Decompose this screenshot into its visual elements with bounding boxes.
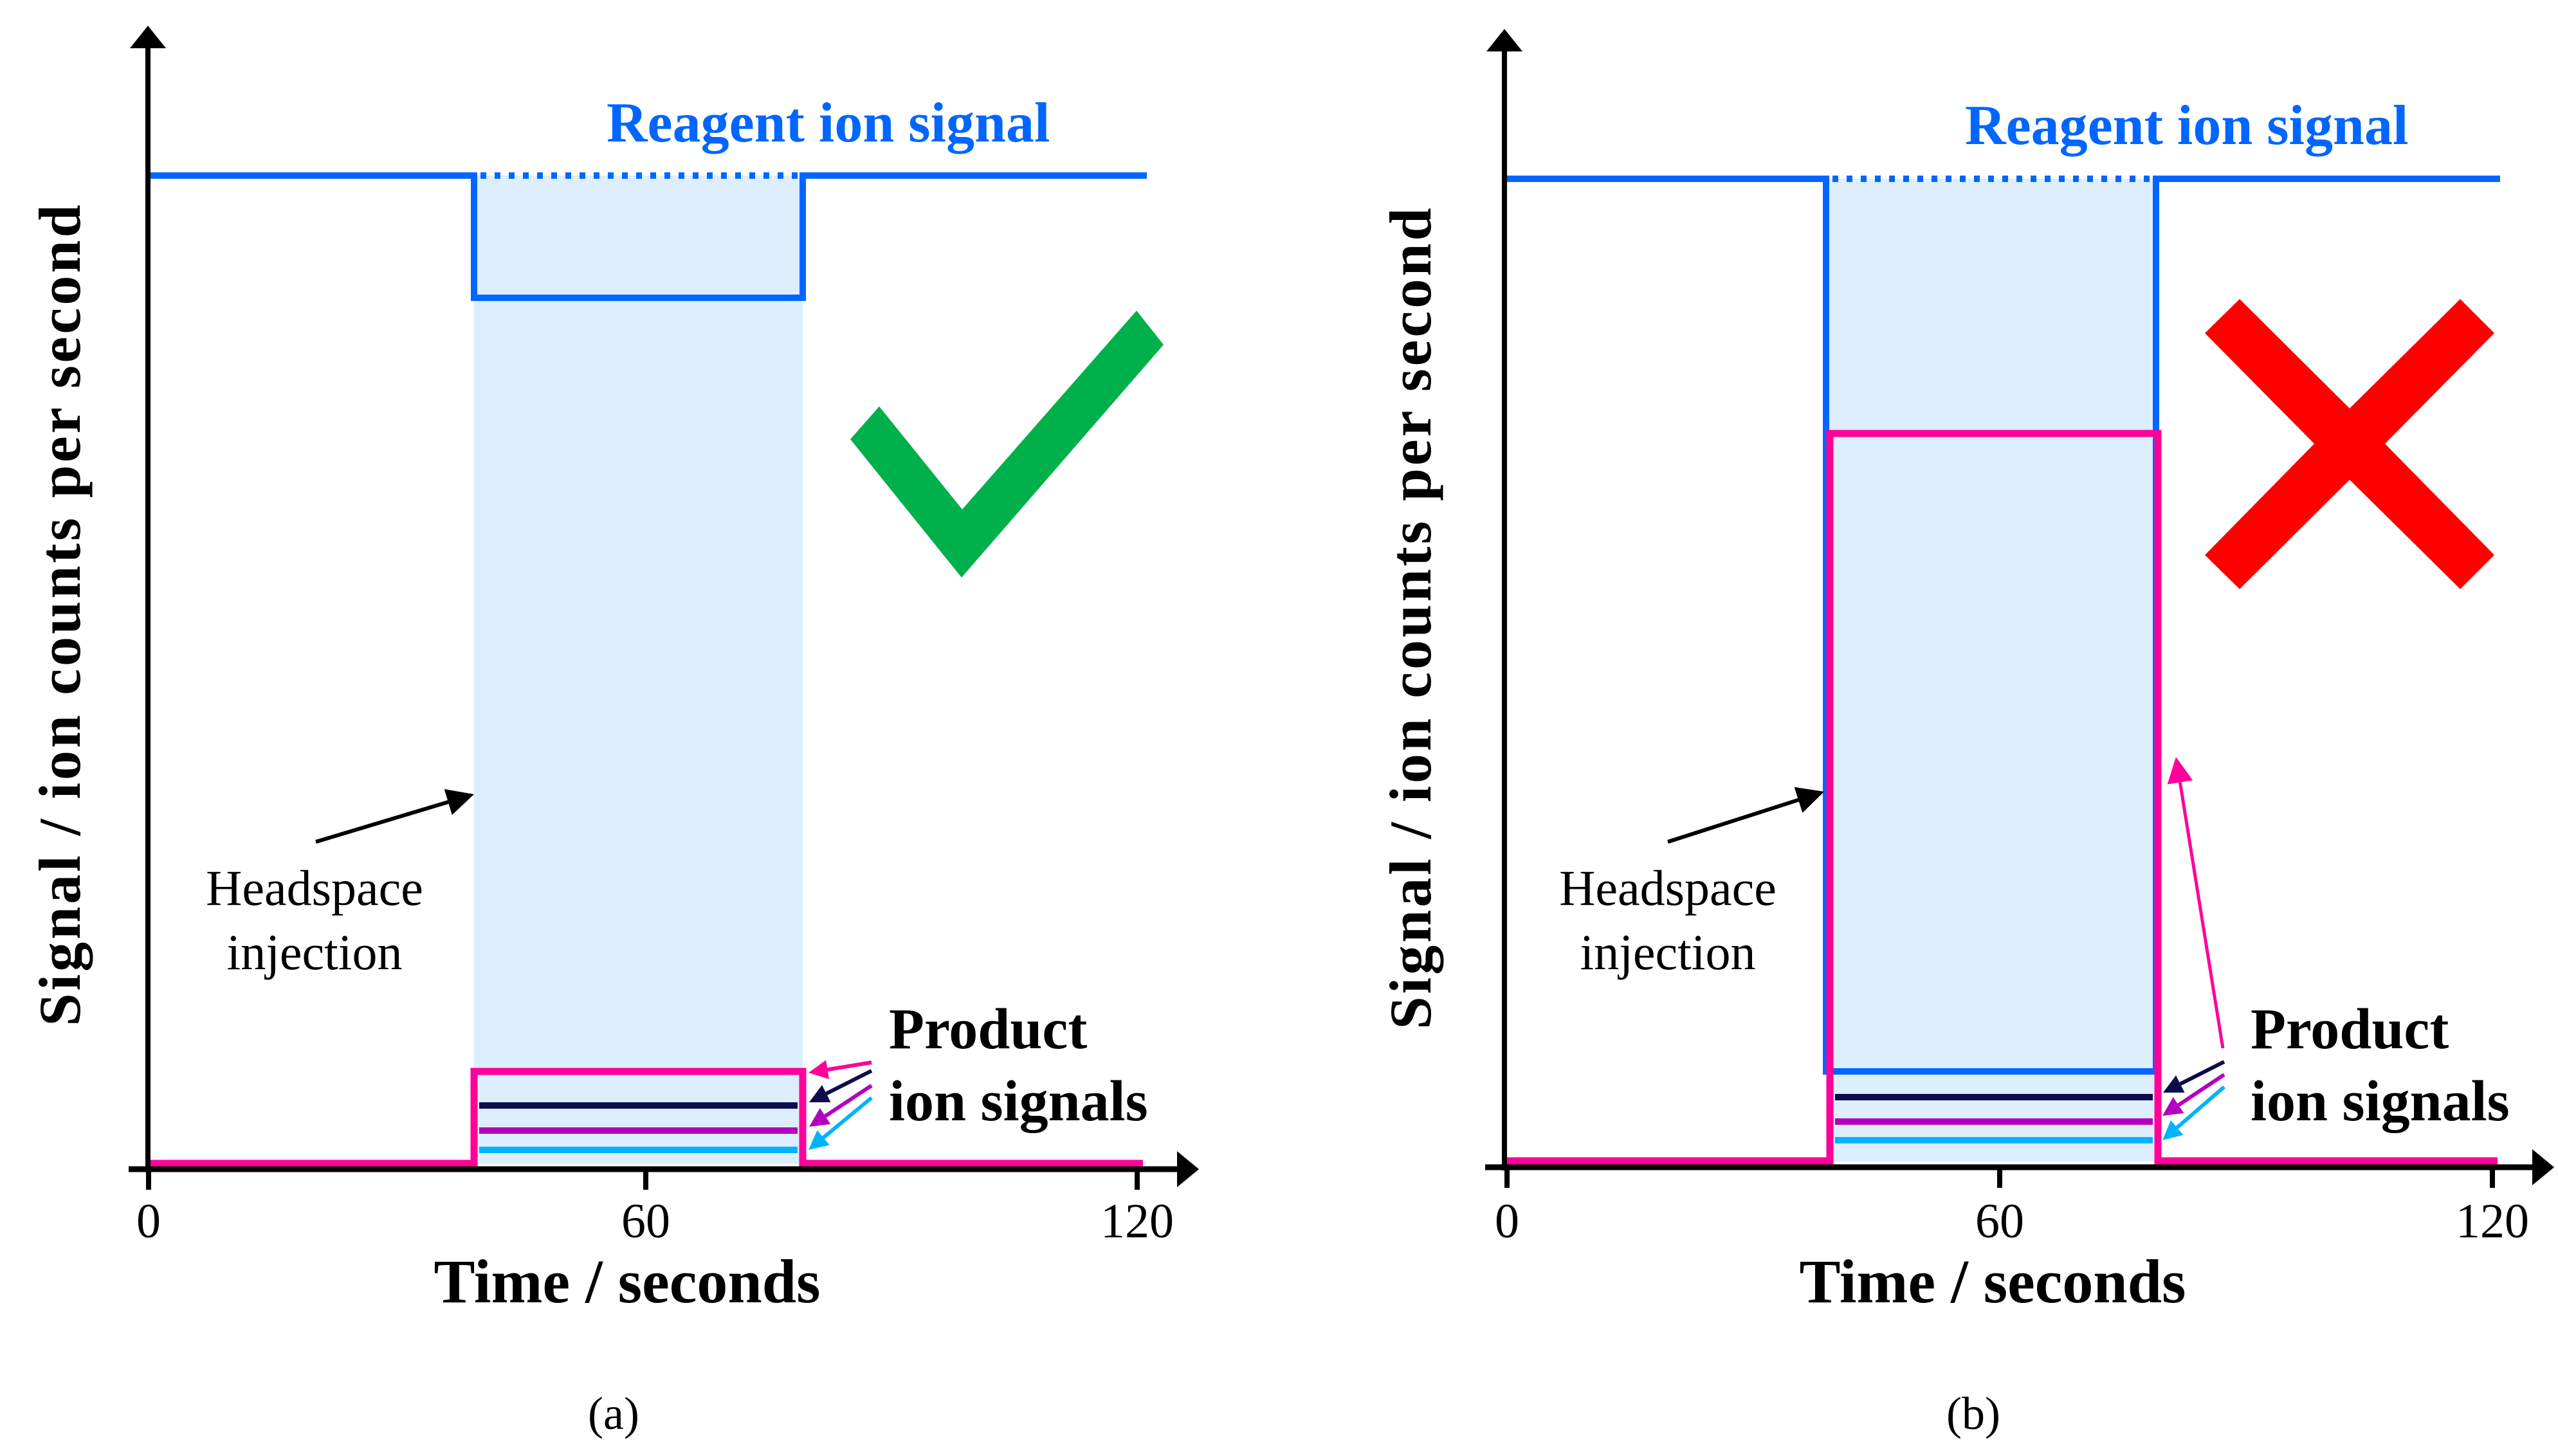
injection-region: [1826, 179, 2156, 1161]
panel-caption: (a): [588, 1388, 639, 1439]
product-pointer-arrow-head-icon: [809, 1130, 830, 1150]
product-ion-signals-label: Product: [2251, 997, 2449, 1061]
product-pointer-arrow: [809, 1060, 872, 1079]
check-mark-icon: [850, 311, 1164, 578]
product-pointer-arrow-head-icon: [809, 1085, 831, 1102]
headspace-injection-label-line2: injection: [1580, 924, 1756, 980]
product-ion-signals-label-line2: ion signals: [889, 1069, 1148, 1133]
panel-a: 0 60 120 Signal / ion counts per secondTime…: [27, 26, 1199, 1439]
product-pointer-arrow-shaft: [824, 1084, 873, 1118]
product-pointer-arrow: [2162, 1073, 2225, 1116]
reagent-dip: [471, 172, 806, 301]
reagent-ion-signal-label: Reagent ion signal: [607, 92, 1050, 154]
y-axis-label: Signal / ion counts per second: [1378, 205, 1443, 1029]
product-pointer-arrow-shaft: [825, 1069, 873, 1096]
x-tick-label: 60: [1975, 1194, 2024, 1248]
headspace-injection-label: Headspace: [1559, 860, 1777, 916]
product-ion-signals-label: Product: [889, 997, 1087, 1061]
product-pointer-arrow-shaft: [2179, 1060, 2225, 1086]
product-pointer-arrow: [2162, 1085, 2225, 1140]
injection-pointer-arrow-shaft: [1667, 797, 1799, 844]
y-axis-arrow-icon: [130, 26, 166, 48]
cross-mark-icon: [2205, 299, 2494, 589]
injection-pointer-arrow-head-icon: [444, 788, 474, 815]
x-axis-label: Time / seconds: [1800, 1247, 2186, 1316]
x-tick-label: 120: [2456, 1194, 2529, 1248]
y-axis-arrow-icon: [1486, 29, 1522, 51]
product-pointer-arrow-long-shaft: [2178, 782, 2225, 1049]
panel-caption: (b): [1946, 1388, 2000, 1439]
product-pointer-arrow-head-icon: [809, 1060, 830, 1079]
panel-b: 0 60 120 Signal / ion counts per secondTime…: [1378, 29, 2554, 1439]
reagent-ion-signal-trace: [148, 172, 1147, 301]
x-tick-label: 0: [1495, 1194, 1519, 1248]
product-pointer-arrow-shaft: [827, 1060, 872, 1072]
y-axis-label: Signal / ion counts per second: [27, 202, 93, 1026]
product-pointer-arrow: [809, 1069, 873, 1102]
injection-pointer-arrow: [315, 788, 474, 844]
product-pointer-arrow: [809, 1096, 873, 1150]
injection-pointer-arrow: [1667, 787, 1824, 844]
product-ion-signals-label-line2: ion signals: [2251, 1069, 2510, 1133]
injection-pointer-arrow-head-icon: [1794, 787, 1824, 813]
x-axis-arrow-icon: [2532, 1149, 2554, 1185]
product-pointer-arrow: [2163, 1060, 2225, 1093]
x-axis-arrow-icon: [1177, 1151, 1199, 1187]
product-pointer-arrow-head-icon: [2163, 1075, 2185, 1093]
headspace-injection-label-line2: injection: [227, 924, 403, 980]
product-pointer-arrow-head-icon: [809, 1107, 831, 1127]
product-ion-trace-pink: [1504, 430, 2498, 1165]
product-pointer-arrow-head-icon: [2162, 1120, 2184, 1140]
product-pointer-arrow-long-head-icon: [2167, 757, 2193, 785]
headspace-injection-label: Headspace: [206, 860, 423, 916]
product-pointer-arrow-shaft: [2177, 1073, 2225, 1107]
product-pointer-arrow-long: [2167, 757, 2225, 1049]
x-tick-label: 120: [1101, 1194, 1174, 1248]
x-tick-label: 0: [136, 1194, 161, 1248]
reagent-ion-signal-label: Reagent ion signal: [1965, 95, 2408, 157]
x-axis-label: Time / seconds: [434, 1247, 821, 1316]
injection-region: [474, 176, 803, 1164]
product-pointer-arrow-shaft: [822, 1096, 873, 1140]
product-ion-trace-pink: [148, 1068, 1143, 1167]
x-tick-label: 60: [621, 1194, 670, 1248]
injection-pointer-arrow-shaft: [315, 800, 449, 844]
product-pointer-arrow-shaft: [2175, 1085, 2225, 1129]
product-pointer-arrow: [809, 1084, 873, 1127]
product-pointer-arrow-head-icon: [2162, 1097, 2184, 1116]
